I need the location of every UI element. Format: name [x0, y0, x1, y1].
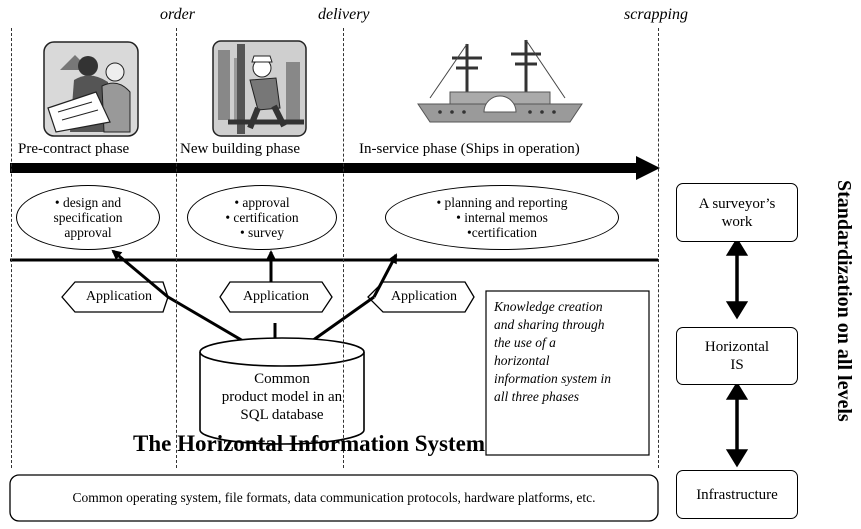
level-line: A surveyor’s	[698, 195, 776, 212]
task-line: • survey	[239, 225, 285, 240]
task-ellipse-new-building: • approval • certification • survey	[187, 185, 337, 250]
boundary-line-scrapping	[658, 28, 659, 468]
note-box	[485, 290, 650, 456]
level-arrows	[725, 237, 749, 468]
level-box-horizontal-is: Horizontal IS	[676, 327, 798, 385]
note-text: Knowledge creation and sharing through t…	[494, 298, 644, 406]
note-line: Knowledge creation	[494, 299, 603, 314]
milestone-scrapping: scrapping	[624, 6, 688, 23]
level-line: Infrastructure	[696, 486, 778, 503]
task-ellipse-in-service: • planning and reporting • internal memo…	[385, 185, 619, 250]
infrastructure-bar-box	[9, 474, 659, 522]
task-line: specification	[53, 210, 123, 225]
construction-worker-icon	[212, 40, 307, 137]
task-line: •certification	[467, 225, 537, 240]
level-line: Horizontal	[704, 339, 770, 355]
design-office-icon	[43, 41, 139, 137]
note-line: all three phases	[494, 389, 579, 404]
phase-new-building: New building phase	[180, 141, 300, 157]
milestone-delivery: delivery	[318, 6, 370, 23]
database-label: Common product model in an SQL database	[200, 370, 364, 424]
task-line: • planning and reporting	[436, 195, 568, 210]
infrastructure-bar-text: Common operating system, file formats, d…	[72, 490, 596, 505]
phase-pre-contract: Pre-contract phase	[18, 141, 130, 157]
task-ellipse-pre-contract: • design and specification approval	[16, 185, 160, 250]
database-line: product model in an	[221, 389, 343, 405]
application-label-pre-contract: Application	[85, 289, 153, 304]
database-line: Common	[254, 371, 310, 387]
milestone-order: order	[160, 6, 195, 23]
level-line: work	[721, 213, 753, 230]
application-shapes	[61, 281, 475, 313]
note-line: the use of a	[494, 335, 556, 350]
task-line: • internal memos	[456, 210, 548, 225]
note-line: and sharing through	[494, 317, 605, 332]
note-line: horizontal	[494, 353, 550, 368]
task-line: • design and	[54, 195, 122, 210]
task-line: approval	[64, 225, 112, 240]
note-line: information system in	[494, 371, 611, 386]
ship-icon	[417, 39, 583, 123]
boundary-line-order	[176, 28, 177, 468]
boundary-line-start	[11, 28, 12, 468]
system-title: The Horizontal Information System	[133, 431, 486, 456]
boundary-line-delivery	[343, 28, 344, 468]
task-line: • certification	[225, 210, 299, 225]
database-cylinder	[199, 337, 365, 445]
application-label-in-service: Application	[390, 289, 458, 304]
level-box-infrastructure: Infrastructure	[676, 470, 798, 519]
level-line: IS	[730, 357, 744, 373]
side-title: Standardization on all levels	[833, 180, 855, 422]
database-line: SQL database	[240, 407, 324, 423]
task-line: • approval	[234, 195, 290, 210]
application-label-new-building: Application	[242, 289, 310, 304]
phase-in-service: In-service phase (Ships in operation)	[359, 141, 580, 157]
timeline-arrow	[10, 156, 660, 180]
level-box-surveyor: A surveyor’s work	[676, 183, 798, 242]
